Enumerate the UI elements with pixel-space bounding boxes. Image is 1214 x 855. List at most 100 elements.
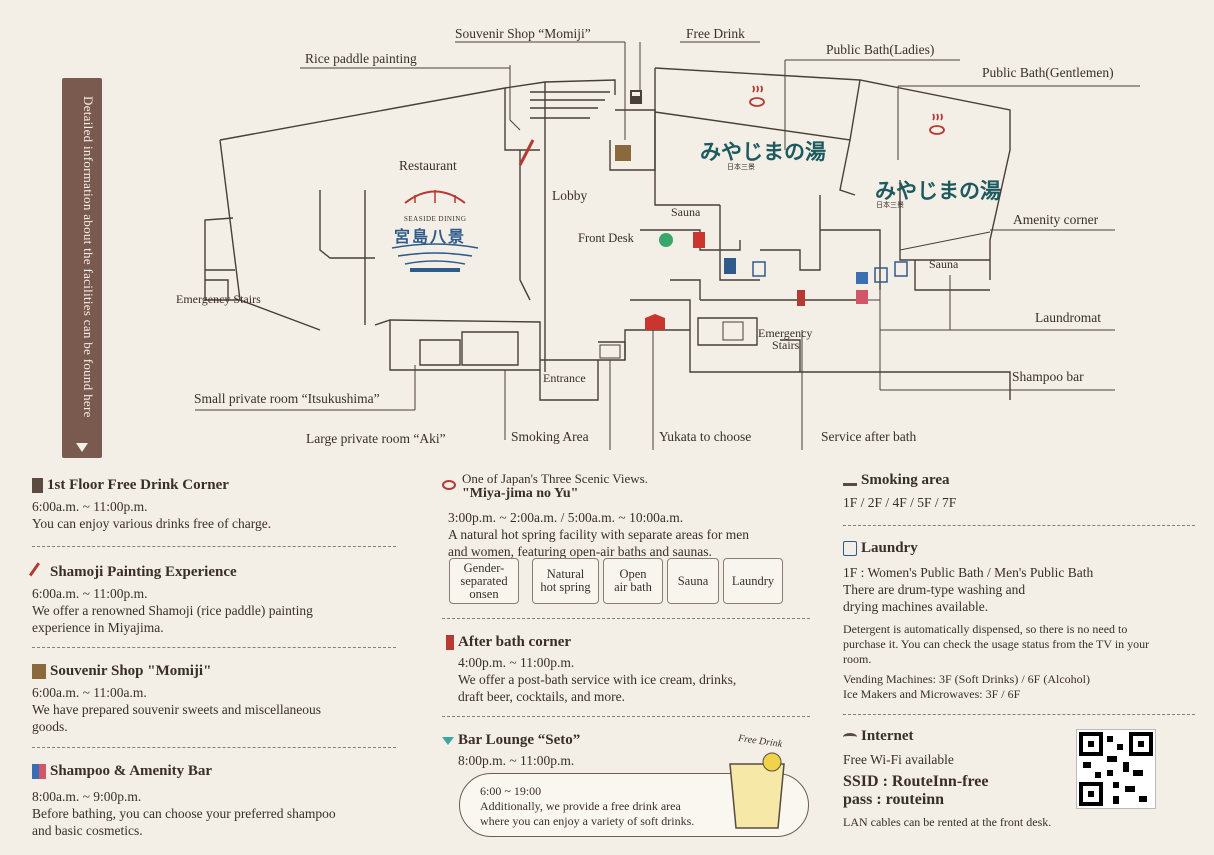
after-bath-hours: 4:00p.m. ~ 11:00p.m. [458, 655, 575, 670]
qr-code[interactable] [1076, 729, 1156, 809]
map-label-emergency-stairs-right-1: Emergency [758, 326, 813, 340]
info-banner: Detailed information about the facilitie… [62, 78, 102, 458]
onsen-hours: 3:00p.m. ~ 2:00a.m. / 5:00a.m. ~ 10:00a.… [448, 510, 684, 525]
divider [442, 618, 810, 619]
wifi-password: pass : routeinn [843, 791, 945, 808]
map-label-restaurant-logo-small: SEASIDE DINING [404, 215, 467, 223]
onsen-pre: One of Japan's Three Scenic Views. [462, 471, 648, 486]
souvenir-desc: We have prepared souvenir sweets and mis… [32, 702, 322, 734]
map-label-public-bath-ladies: Public Bath(Ladies) [826, 42, 935, 57]
map-label-service-after-bath: Service after bath [821, 429, 917, 444]
cup-icon [32, 478, 43, 493]
shampoo-hours: 8:00a.m. ~ 9:00p.m. [32, 789, 142, 804]
map-label-sauna-2: Sauna [929, 257, 959, 271]
wifi-icon [843, 732, 857, 741]
restaurant-logo [391, 190, 479, 272]
map-label-rice-paddle: Rice paddle painting [305, 51, 417, 66]
shamoji-hours: 6:00a.m. ~ 11:00p.m. [32, 586, 148, 601]
shampoo-desc: Before bathing, you can choose your pref… [32, 806, 336, 838]
tag-sauna: Sauna [667, 558, 719, 604]
divider [843, 525, 1195, 526]
free-drink-title: 1st Floor Free Drink Corner [47, 477, 229, 493]
map-label-bath-logo-2: みやじまの湯 [875, 179, 1001, 203]
map-label-front-desk: Front Desk [578, 231, 634, 245]
map-label-shampoo-bar: Shampoo bar [1012, 369, 1084, 384]
souvenir-section: Souvenir Shop "Momiji" 6:00a.m. ~ 11:00a… [32, 663, 402, 735]
map-label-lobby: Lobby [552, 188, 588, 203]
map-label-emergency-stairs-left: Emergency Stairs [176, 292, 261, 306]
free-drink-desc: You can enjoy various drinks free of cha… [32, 516, 272, 531]
onsen-section: One of Japan's Three Scenic Views. "Miya… [442, 472, 812, 560]
map-label-free-drink: Free Drink [686, 26, 745, 41]
map-label-public-bath-gentlemen: Public Bath(Gentlemen) [982, 65, 1114, 80]
smoking-section: Smoking area 1F / 2F / 4F / 5F / 7F [843, 472, 1203, 511]
wifi-available: Free Wi-Fi available [843, 752, 954, 767]
drink-glass-icon [729, 752, 785, 829]
tag-open-air-bath: Open air bath [603, 558, 663, 604]
shampoo-bottle-icon [32, 764, 46, 779]
internet-section: Internet Free Wi-Fi available SSID : Rou… [843, 728, 1083, 830]
shampoo-section: Shampoo & Amenity Bar 8:00a.m. ~ 9:00p.m… [32, 763, 407, 839]
map-label-small-private-room: Small private room “Itsukushima” [194, 391, 380, 406]
after-bath-section: After bath corner 4:00p.m. ~ 11:00p.m. W… [446, 634, 816, 705]
divider [442, 716, 810, 717]
tag-gender-separated: Gender- separated onsen [449, 558, 519, 604]
shamoji-section: Shamoji Painting Experience 6:00a.m. ~ 1… [28, 562, 402, 636]
map-label-smoking-area: Smoking Area [511, 429, 589, 444]
free-drink-area-hours: 6:00 ~ 19:00 [480, 784, 542, 798]
free-drink-area-desc: Additionally, we provide a free drink ar… [480, 799, 695, 828]
map-label-entrance: Entrance [543, 371, 586, 385]
smoking-title: Smoking area [861, 472, 950, 488]
shamoji-title: Shamoji Painting Experience [50, 564, 237, 580]
rice-paddle-icon [28, 562, 50, 583]
divider [32, 647, 396, 648]
shopping-bag-icon [32, 664, 46, 679]
after-bath-title: After bath corner [458, 634, 572, 650]
cocktail-icon [442, 736, 454, 745]
smoking-floors: 1F / 2F / 4F / 5F / 7F [843, 495, 957, 510]
map-label-large-private-room: Large private room “Aki” [306, 431, 446, 446]
bar-section: Bar Lounge “Seto” 8:00p.m. ~ 11:00p.m. [442, 732, 812, 769]
laundry-title: Laundry [861, 540, 918, 556]
souvenir-hours: 6:00a.m. ~ 11:00a.m. [32, 685, 147, 700]
free-drink-section: 1st Floor Free Drink Corner 6:00a.m. ~ 1… [32, 477, 402, 532]
shamoji-desc: We offer a renowned Shamoji (rice paddle… [32, 603, 313, 635]
map-label-amenity-corner: Amenity corner [1013, 212, 1099, 227]
bar-title: Bar Lounge “Seto” [458, 732, 581, 748]
map-label-laundromat: Laundromat [1035, 310, 1101, 325]
internet-title: Internet [861, 728, 914, 744]
laundry-section: Laundry 1F : Women's Public Bath / Men's… [843, 540, 1203, 702]
drink-bottle-icon [446, 635, 454, 650]
map-label-sauna-1: Sauna [671, 205, 701, 219]
map-label-souvenir-shop: Souvenir Shop “Momiji” [455, 26, 591, 41]
map-label-emergency-stairs-right-2: Stairs [772, 338, 800, 352]
map-label-bath-logo-2-sub: 日本三景 [876, 201, 904, 209]
cigarette-icon [843, 476, 857, 486]
bar-hours: 8:00p.m. ~ 11:00p.m. [458, 753, 575, 768]
map-label-bath-logo-1: みやじまの湯 [700, 140, 826, 164]
map-label-bath-logo-1-sub: 日本三景 [727, 163, 755, 171]
divider [32, 546, 396, 547]
lan-note: LAN cables can be rented at the front de… [843, 815, 1052, 829]
hot-spring-icon [442, 480, 456, 490]
tag-natural-hot-spring: Natural hot spring [532, 558, 599, 604]
qr-code-icon [1079, 732, 1153, 806]
laundry-vending: Vending Machines: 3F (Soft Drinks) / 6F … [843, 672, 1090, 701]
floor-plan-drawing [195, 41, 1140, 450]
wifi-ssid: SSID : RouteInn-free [843, 773, 989, 790]
shampoo-title: Shampoo & Amenity Bar [50, 763, 213, 779]
floor-map: Souvenir Shop “Momiji” Free Drink Public… [150, 20, 1214, 460]
laundry-desc: 1F : Women's Public Bath / Men's Public … [843, 565, 1094, 614]
divider [843, 714, 1195, 715]
after-bath-desc: We offer a post-bath service with ice cr… [458, 672, 737, 704]
free-drink-hours: 6:00a.m. ~ 11:00p.m. [32, 499, 148, 514]
banner-text: Detailed information about the facilitie… [81, 96, 96, 418]
map-label-restaurant: Restaurant [399, 158, 457, 173]
laundry-note: Detergent is automatically dispensed, so… [843, 622, 1150, 666]
onsen-desc: A natural hot spring facility with separ… [448, 527, 750, 559]
onsen-title: "Miya-jima no Yu" [462, 486, 579, 501]
washing-machine-icon [843, 541, 857, 556]
map-label-restaurant-logo: 宮島八景 [394, 229, 467, 246]
tag-laundry: Laundry [723, 558, 783, 604]
souvenir-title: Souvenir Shop "Momiji" [50, 663, 212, 679]
